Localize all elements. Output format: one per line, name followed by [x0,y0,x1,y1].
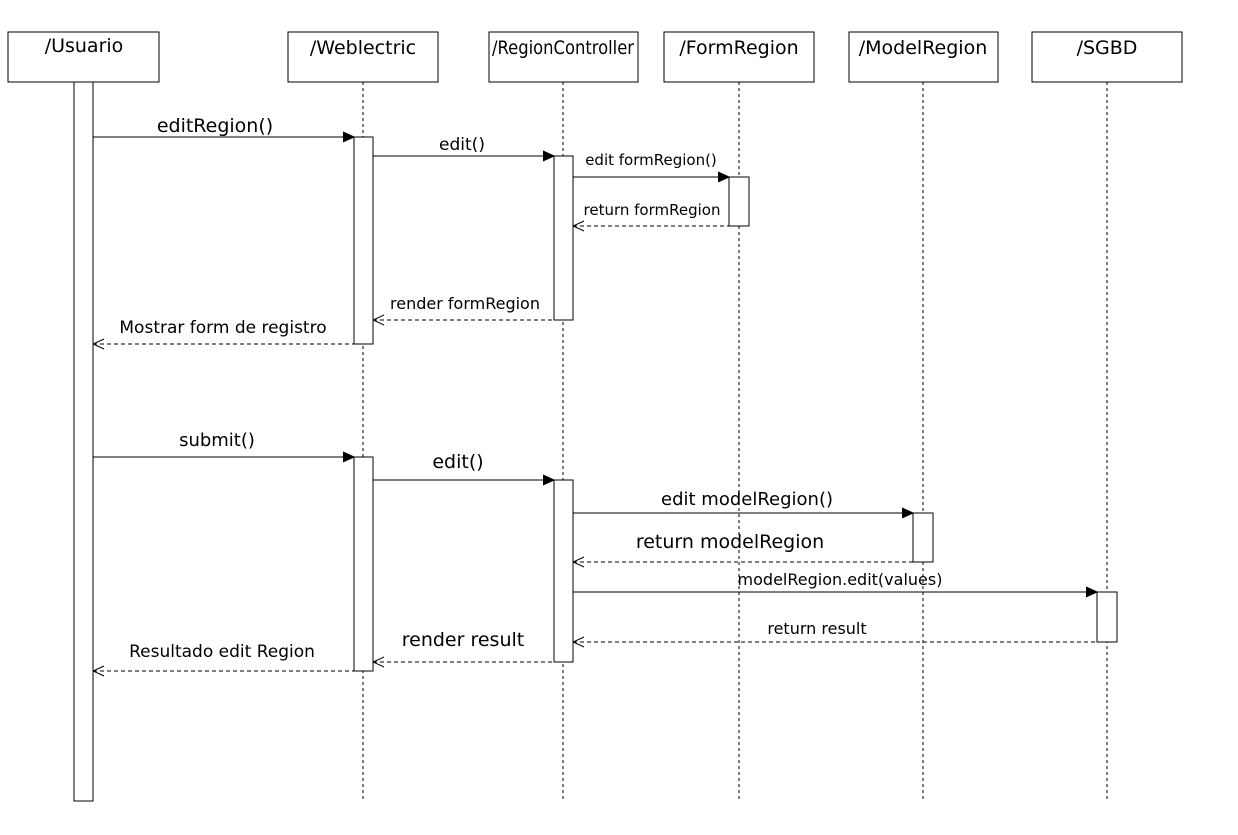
activation-sgbd [1096,591,1118,643]
participant-sgbd: /SGBD [1031,31,1183,83]
message-label: Mostrar form de registro [119,318,326,338]
message-label: edit formRegion() [585,151,717,169]
message-edit: edit() [373,451,554,480]
participant-label: /SGBD [1077,37,1138,59]
message-label: render formRegion [390,294,540,313]
message-label: render result [402,629,524,651]
message-label: edit modelRegion() [661,489,833,510]
message-label: return formRegion [584,201,721,219]
activation-formregion [728,176,750,227]
activation-regioncontroller [553,479,574,663]
message-edit-formregion: edit formRegion() [573,151,729,177]
participant-regioncontroller: /RegionController [488,31,639,83]
message-edit: edit() [373,135,554,156]
participant-formregion: /FormRegion [663,31,815,83]
message-mostrar-form: Mostrar form de registro [93,318,354,344]
participant-label: /Usuario [45,35,124,57]
activation-weblectric [353,136,374,345]
message-label: editRegion() [157,115,273,137]
message-render-formregion: render formRegion [373,294,554,320]
activation-modelregion [912,512,934,563]
message-label: Resultado edit Region [129,642,315,662]
message-label: return result [767,619,866,638]
participant-label: /RegionController [492,37,634,59]
message-label: submit() [179,430,255,451]
message-edit-modelregion: edit modelRegion() [573,489,913,513]
message-submit: submit() [93,430,354,457]
message-return-modelregion: return modelRegion [573,531,913,562]
message-label: edit() [432,451,483,473]
message-resultado-edit-region: Resultado edit Region [93,642,354,671]
participant-label: /ModelRegion [859,37,988,59]
participant-usuario: /Usuario [7,31,160,83]
message-editregion: editRegion() [93,115,354,137]
activation-regioncontroller [553,155,574,321]
message-label: modelRegion.edit(values) [738,570,943,589]
message-modelregion-edit-values: modelRegion.edit(values) [573,570,1097,592]
participant-label: /Weblectric [310,37,416,59]
activation-usuario [73,81,94,802]
message-label: return modelRegion [636,531,824,553]
participant-label: /FormRegion [679,37,798,59]
participant-modelregion: /ModelRegion [848,31,999,83]
activation-weblectric [353,456,374,672]
participant-weblectric: /Weblectric [287,31,439,83]
message-return-formregion: return formRegion [573,201,729,226]
message-render-result: render result [373,629,554,662]
message-label: edit() [439,135,485,155]
message-return-result: return result [573,619,1097,642]
